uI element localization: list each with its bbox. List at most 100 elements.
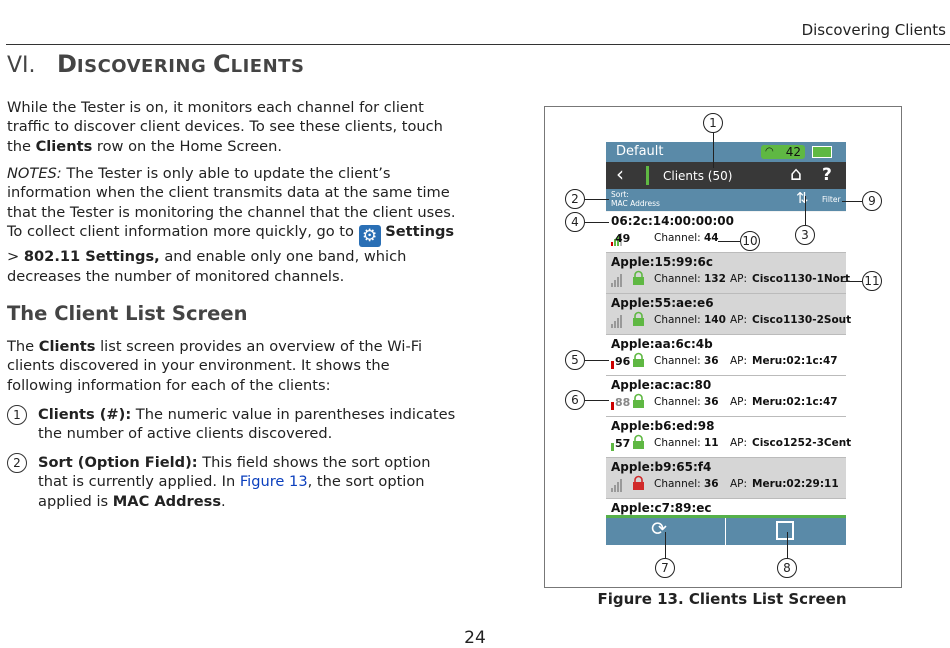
lock-icon	[633, 475, 644, 490]
notes-gt: >	[7, 248, 24, 266]
client-channel: 36	[704, 355, 719, 367]
clients-title: Clients (50)	[663, 169, 733, 183]
intro-paragraph: While the Tester is on, it monitors each…	[7, 98, 457, 156]
header-rule	[6, 44, 950, 45]
client-signal: 88	[615, 396, 631, 409]
ap-label: AP:	[730, 273, 748, 285]
chapter-title-rest-2: LIENTS	[230, 56, 305, 77]
callout-9: 9	[862, 191, 882, 211]
chapter-title-initial-1: D	[57, 50, 77, 78]
wifi-icon: ◠	[765, 146, 774, 157]
channel-label: Channel:	[654, 437, 701, 449]
battery-icon	[812, 146, 832, 158]
client-row[interactable]: Apple:b9:65:f4 Channel: 36 AP: Meru:02:2…	[606, 458, 846, 499]
wifi-count: 42	[785, 145, 801, 159]
client-mac: Apple:55:ae:e6	[611, 296, 714, 310]
client-ap: Meru:02:29:11	[752, 478, 839, 490]
channel-label: Channel:	[654, 355, 701, 367]
callout-line	[713, 133, 714, 168]
refresh-icon[interactable]: ⟳	[651, 518, 667, 540]
callout-line	[842, 281, 862, 282]
intro-clients-bold: Clients	[35, 137, 93, 155]
callout-5: 5	[565, 350, 585, 370]
intro-text-a: While the Tester is on, it monitors each…	[7, 99, 443, 155]
client-signal: 57	[615, 437, 631, 450]
device-status-bar: Default ◠ 42	[606, 142, 846, 162]
lock-icon	[633, 352, 644, 367]
client-ap: Cisco1130-1Nort	[752, 273, 851, 285]
item-text: The numeric value in parentheses indicat…	[38, 406, 456, 443]
client-channel: 36	[704, 478, 719, 490]
running-header: Discovering Clients	[801, 21, 946, 39]
client-mac: Apple:ac:ac:80	[611, 378, 712, 392]
sort-value: MAC Address	[611, 199, 660, 208]
callout-2: 2	[565, 189, 585, 209]
notes-label: NOTES:	[7, 165, 62, 182]
home-icon[interactable]: ⌂	[790, 163, 803, 185]
notes-paragraph: NOTES: The Tester is only able to update…	[7, 164, 457, 286]
client-row[interactable]: Apple:ac:ac:80 88 Channel: 36 AP: Meru:0…	[606, 376, 846, 417]
client-row[interactable]: Apple:b6:ed:98 57 Channel: 11 AP: Cisco1…	[606, 417, 851, 458]
channel-label: Channel:	[654, 232, 701, 244]
client-mac: 06:2c:14:00:00:00	[611, 214, 734, 228]
item-bold-end: MAC Address	[112, 492, 222, 510]
lock-icon	[633, 393, 644, 408]
signal-bars-icon	[611, 272, 625, 287]
callout-6: 6	[565, 390, 585, 410]
ap-label: AP:	[730, 437, 748, 449]
help-icon[interactable]: ?	[822, 165, 832, 185]
notes-text-b: and enable only one band, which decrease…	[7, 248, 407, 285]
item-label: Sort (Option Field):	[38, 454, 198, 471]
client-row[interactable]: Apple:aa:6c:4b 96 Channel: 36 AP: Meru:0…	[606, 335, 846, 376]
callout-8: 8	[777, 558, 797, 578]
filter-label[interactable]: Filter	[822, 195, 841, 204]
channel-label: Channel:	[654, 314, 701, 326]
client-channel: 140	[704, 314, 726, 326]
list-item: 2 Sort (Option Field): This field shows …	[7, 453, 457, 513]
section-paragraph: The Clients list screen provides an over…	[7, 337, 457, 395]
client-ap: Meru:02:1c:47	[752, 396, 838, 408]
channel-label: Channel:	[654, 478, 701, 490]
signal-bars-icon	[611, 354, 615, 369]
chapter-title: VI.DISCOVERING CLIENTS	[7, 50, 304, 78]
bottom-divider	[725, 518, 726, 545]
client-ap: Meru:02:1c:47	[752, 355, 838, 367]
callout-line	[805, 196, 806, 225]
lock-icon	[633, 270, 644, 285]
client-row[interactable]: Apple:55:ae:e6 Channel: 140 AP: Cisco113…	[606, 294, 851, 335]
callout-line	[787, 532, 788, 558]
client-row[interactable]: Apple:15:99:6c Channel: 132 AP: Cisco113…	[606, 253, 850, 294]
callout-line	[585, 360, 609, 361]
client-mac: Apple:c7:89:ec	[611, 501, 712, 515]
sort-bar[interactable]: Sort: MAC Address ⇅ Filter	[606, 189, 846, 211]
ap-label: AP:	[730, 314, 748, 326]
client-row[interactable]: 06:2c:14:00:00:00 49 Channel: 44	[606, 212, 846, 253]
item-label: Clients (#):	[38, 406, 132, 423]
ap-label: AP:	[730, 355, 748, 367]
chapter-title-rest-1: ISCOVERING	[76, 56, 214, 77]
sort-arrows-icon[interactable]: ⇅	[796, 189, 809, 207]
notes-text-a: The Tester is only able to update the cl…	[7, 165, 456, 241]
callout-1: 1	[703, 113, 723, 133]
page-number: 24	[464, 628, 486, 648]
figure-13-link[interactable]: Figure 13	[239, 473, 308, 491]
callout-line	[842, 201, 862, 202]
signal-bars-icon	[611, 477, 625, 492]
client-signal: 96	[615, 355, 631, 368]
notes-settings: Settings	[385, 223, 455, 241]
callout-line	[718, 241, 740, 242]
save-icon[interactable]	[776, 521, 794, 540]
item-text-c: .	[221, 492, 226, 510]
callout-line	[585, 222, 609, 223]
section-text-b: list screen provides an overview of the …	[7, 338, 423, 394]
callout-4: 4	[565, 212, 585, 232]
callout-line	[665, 532, 666, 558]
back-arrow-icon[interactable]: ‹	[616, 162, 624, 186]
callout-3: 3	[795, 225, 815, 245]
callout-line	[585, 400, 609, 401]
channel-label: Channel:	[654, 273, 701, 285]
client-ap: Cisco1252-3Cent	[752, 437, 852, 449]
title-accent	[646, 166, 649, 185]
item-text-b: , the sort option applied is	[38, 473, 425, 510]
figure-frame	[544, 106, 902, 588]
